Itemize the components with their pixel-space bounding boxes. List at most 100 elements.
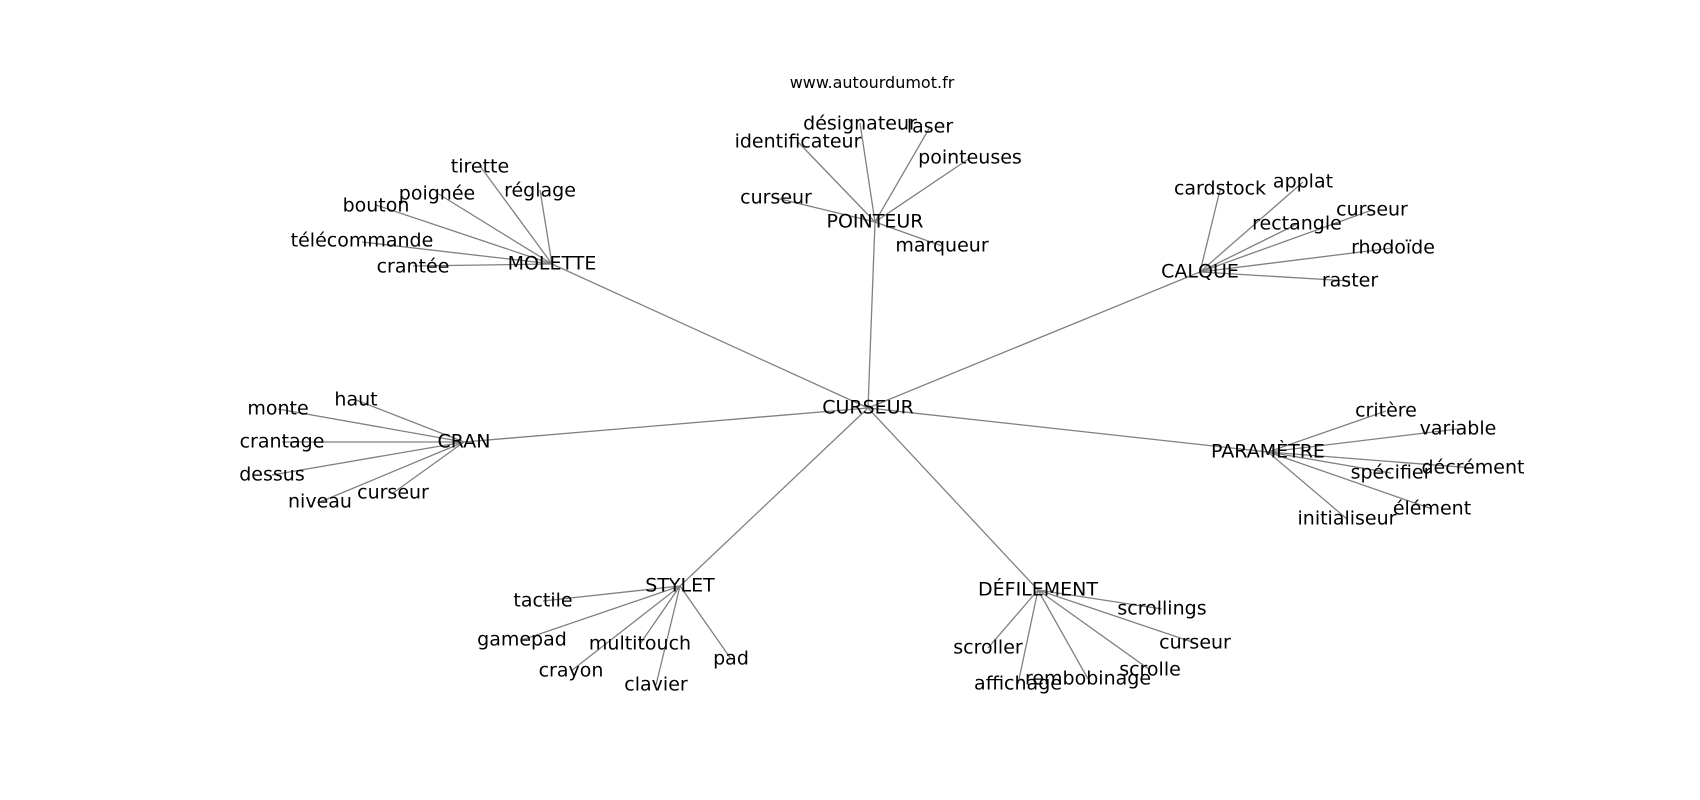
word-node-label: scroller [953, 637, 1023, 659]
hub-node-label: CRAN [438, 431, 491, 453]
edge-hub-to-word [361, 241, 553, 265]
edge-hub-to-word [355, 399, 465, 443]
word-node-label: monte [247, 398, 308, 420]
edge-hub-to-word [1267, 451, 1433, 510]
edge-hub-to-word [1199, 271, 1351, 282]
word-node-label: raster [1322, 270, 1378, 292]
word-node-label: tirette [451, 156, 509, 178]
word-node-label: rembobinage [1025, 668, 1151, 690]
hub-node-label: CALQUE [1161, 261, 1239, 283]
edge-hub-to-word [542, 585, 681, 602]
edge-hub-to-word [1199, 189, 1221, 273]
edge-hub-to-word [874, 157, 971, 223]
edge-hub-to-word [375, 204, 553, 265]
edge-hub-to-word [874, 221, 943, 247]
edge-hub-to-word [987, 589, 1039, 649]
word-node-label: scrollings [1117, 598, 1206, 620]
word-node-label: réglage [504, 180, 576, 202]
edge-hub-to-word [1199, 247, 1394, 273]
edge-hub-to-word [1199, 181, 1304, 273]
word-node-label: niveau [288, 491, 352, 513]
word-node-label: variable [1420, 418, 1497, 440]
edge-hub-to-word [679, 585, 732, 660]
edge-hub-to-word [436, 192, 553, 265]
word-node-label: curseur [1159, 632, 1231, 654]
site-watermark: www.autourdumot.fr [790, 73, 955, 92]
edge-hub-to-word [1199, 209, 1373, 273]
edge-layer [271, 122, 1474, 686]
word-node-label: dessus [239, 464, 305, 486]
edge-center-to-hub [679, 407, 869, 587]
hub-node-label: STYLET [645, 575, 715, 597]
edge-hub-to-word [1037, 589, 1196, 644]
edge-hub-to-word [1199, 223, 1298, 273]
hub-node-label: PARAMÈTRE [1211, 440, 1325, 463]
hub-node-label: POINTEUR [827, 211, 924, 233]
edge-center-to-hub [867, 221, 876, 409]
word-node-label: élément [1393, 498, 1471, 520]
hub-node-label: DÉFILEMENT [978, 578, 1098, 601]
edge-hub-to-word [1267, 428, 1459, 453]
edge-hub-to-word [412, 263, 553, 267]
word-node-label: tactile [513, 590, 572, 612]
edge-hub-to-word [1037, 589, 1151, 671]
word-node-label: multitouch [589, 633, 691, 655]
edge-center-to-hub [867, 407, 1269, 453]
edge-center-to-hub [867, 271, 1201, 409]
word-node-label: clavier [624, 674, 688, 696]
word-node-label: rhodoïde [1351, 237, 1435, 259]
edge-hub-to-word [874, 126, 931, 223]
word-node-label: curseur [740, 187, 812, 209]
word-node-label: applat [1273, 171, 1333, 193]
word-node-label: laser [907, 116, 954, 138]
edge-hub-to-word [1267, 410, 1387, 453]
hub-node-label: MOLETTE [508, 253, 597, 275]
edge-hub-to-word [1037, 589, 1089, 680]
edge-center-to-hub [551, 263, 869, 409]
edge-hub-to-word [1267, 451, 1392, 474]
edge-hub-to-word [1267, 451, 1474, 469]
word-node-label: bouton [343, 195, 410, 217]
edge-hub-to-word [655, 585, 681, 686]
edge-hub-to-word [1037, 589, 1163, 610]
edge-hub-to-word [639, 585, 681, 645]
word-node-label: cardstock [1174, 178, 1266, 200]
edge-hub-to-word [1017, 589, 1039, 685]
word-node-label: poignée [399, 183, 475, 205]
edge-hub-to-word [797, 141, 876, 223]
word-node-label: pad [713, 648, 749, 670]
word-node-label: marqueur [895, 235, 988, 257]
word-node-label: scrolle [1119, 659, 1181, 681]
edge-hub-to-word [392, 441, 465, 494]
word-node-label: crayon [539, 660, 604, 682]
center-node-label: CURSEUR [822, 397, 914, 419]
word-node-label: désignateur [803, 113, 917, 135]
edge-center-to-hub [463, 407, 869, 443]
word-node-label: haut [334, 389, 377, 411]
word-node-label: pointeuses [918, 147, 1022, 169]
edge-hub-to-word [539, 189, 553, 265]
word-node-label: crantée [377, 256, 450, 278]
edge-hub-to-word [775, 197, 876, 223]
edge-hub-to-word [570, 585, 681, 672]
edge-hub-to-word [479, 165, 553, 265]
word-node-label: télécommande [291, 230, 434, 252]
edge-hub-to-word [277, 408, 465, 443]
edge-hub-to-word [859, 122, 876, 223]
word-node-label: spécifier [1351, 462, 1432, 484]
word-node-label: curseur [357, 482, 429, 504]
edge-hub-to-word [521, 585, 681, 641]
word-node-label: décrément [1422, 457, 1525, 479]
edge-center-to-hub [867, 407, 1039, 591]
word-node-label: identificateur [735, 131, 862, 153]
word-node-label: curseur [1336, 199, 1408, 221]
word-node-label: affichage [974, 673, 1062, 695]
edge-hub-to-word [319, 441, 465, 503]
edge-hub-to-word [1267, 451, 1348, 520]
word-node-label: crantage [240, 431, 325, 453]
edge-hub-to-word [271, 441, 465, 476]
word-node-label: initialiseur [1298, 508, 1397, 530]
word-node-label: rectangle [1252, 213, 1342, 235]
